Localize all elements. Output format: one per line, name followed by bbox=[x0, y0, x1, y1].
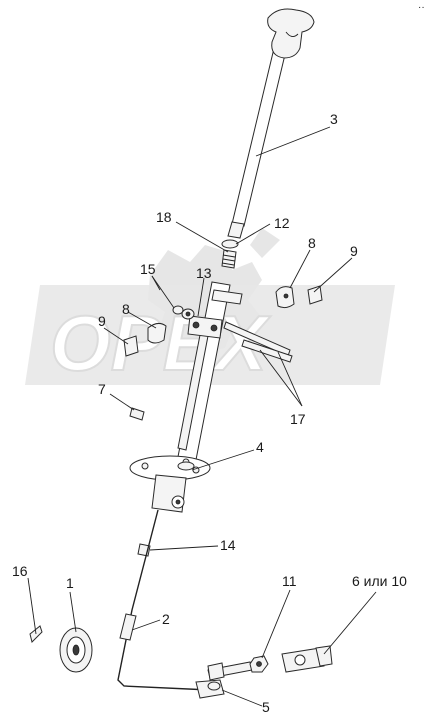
callout-4: 4 bbox=[256, 439, 264, 455]
callout-11: 11 bbox=[282, 573, 297, 589]
watermark-text: OPEX bbox=[50, 299, 271, 387]
callout-3: 3 bbox=[330, 111, 338, 127]
bracket-8-right bbox=[275, 286, 295, 309]
callout-8-right: 8 bbox=[308, 235, 316, 251]
callout-16: 16 bbox=[12, 563, 28, 579]
callout-5: 5 bbox=[262, 699, 270, 715]
callout-6-10: 6 или 10 bbox=[352, 573, 407, 589]
pulley bbox=[59, 627, 93, 673]
callout-17: 17 bbox=[290, 411, 306, 427]
clip-9-left bbox=[123, 335, 139, 357]
pin-7 bbox=[129, 407, 145, 421]
callout-9-right: 9 bbox=[350, 243, 358, 259]
callout-labels: 3 18 12 15 13 8 9 8 9 7 17 4 14 16 1 2 1… bbox=[12, 111, 407, 715]
leader-lines bbox=[27, 126, 377, 707]
fork-6-10 bbox=[281, 645, 333, 673]
bracket-8-left bbox=[147, 322, 167, 344]
callout-15: 15 bbox=[140, 261, 156, 277]
corner-mark: ·· bbox=[418, 2, 425, 13]
bushing-left bbox=[172, 305, 195, 320]
callout-12: 12 bbox=[274, 215, 290, 231]
spring bbox=[221, 249, 237, 269]
callout-9-left: 9 bbox=[98, 313, 106, 329]
callout-18: 18 bbox=[156, 209, 172, 225]
callout-2: 2 bbox=[162, 611, 170, 627]
washer bbox=[221, 239, 239, 249]
callout-13: 13 bbox=[196, 265, 212, 281]
shaft-17 bbox=[223, 321, 293, 363]
adjust-rod bbox=[207, 661, 253, 681]
lever-knob bbox=[267, 8, 315, 59]
callout-14: 14 bbox=[220, 537, 236, 553]
callout-7: 7 bbox=[98, 381, 106, 397]
end-fitting-5 bbox=[195, 679, 225, 699]
cable bbox=[117, 509, 211, 691]
gear-lever-rod bbox=[227, 39, 289, 239]
pivot-block bbox=[187, 315, 223, 339]
callout-1: 1 bbox=[66, 575, 74, 591]
callout-8-left: 8 bbox=[122, 301, 130, 317]
bottom-sleeve bbox=[151, 474, 187, 513]
clip-9-right bbox=[307, 285, 323, 305]
base-flange bbox=[129, 455, 211, 481]
nut-11 bbox=[249, 655, 269, 673]
